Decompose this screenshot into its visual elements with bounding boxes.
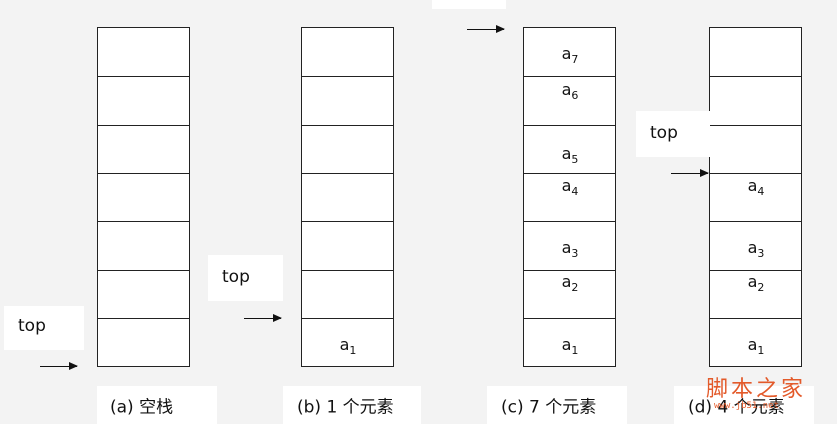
- top-pointer-box-d: top: [636, 111, 710, 157]
- stack-b-divider: [302, 221, 393, 222]
- stack-c-divider: [524, 318, 615, 319]
- element-subscript: 4: [757, 185, 765, 198]
- element-subscript: 2: [571, 281, 579, 294]
- caption-b: (b) 1 个元素: [297, 397, 394, 418]
- top-label-d: top: [650, 123, 678, 143]
- top-arrow-d: [671, 169, 709, 177]
- element-base: a: [561, 144, 572, 163]
- element-subscript: 1: [757, 344, 765, 357]
- stack-c: a7 a6 a5 a4 a3 a2 a1: [523, 27, 616, 367]
- element-base: a: [561, 44, 572, 63]
- caption-a: (a) 空栈: [110, 397, 174, 418]
- stack-c-divider: [524, 125, 615, 126]
- element-base: a: [561, 238, 572, 257]
- element-base: a: [561, 176, 572, 195]
- stack-c-element-a4: a4: [561, 176, 579, 198]
- stack-a-divider: [98, 270, 189, 271]
- top-label-a: top: [18, 316, 46, 336]
- stack-c-divider: [524, 270, 615, 271]
- caption-c: (c) 7 个元素: [501, 397, 597, 418]
- element-base: a: [561, 80, 572, 99]
- element-base: a: [747, 238, 758, 257]
- stack-b-divider: [302, 318, 393, 319]
- stack-d-element-a2: a2: [747, 272, 765, 294]
- element-base: a: [339, 335, 350, 354]
- caption-d: (d) 4 个元素: [688, 397, 785, 418]
- element-base: a: [561, 272, 572, 291]
- stack-c-divider: [524, 76, 615, 77]
- stack-a-divider: [98, 76, 189, 77]
- stack-b-divider: [302, 125, 393, 126]
- element-base: a: [747, 335, 758, 354]
- stack-a-divider: [98, 173, 189, 174]
- top-arrow-c: [467, 25, 505, 33]
- stack-b-divider: [302, 270, 393, 271]
- element-subscript: 1: [571, 344, 579, 357]
- stack-c-element-a2: a2: [561, 272, 579, 294]
- top-arrow-a: [40, 362, 78, 370]
- stack-c-element-a7: a7: [561, 44, 579, 66]
- top-pointer-box-c: [432, 0, 506, 9]
- element-subscript: 5: [571, 153, 579, 166]
- element-base: a: [561, 335, 572, 354]
- element-subscript: 3: [571, 247, 579, 260]
- stack-c-element-a3: a3: [561, 238, 579, 260]
- stack-a-divider: [98, 221, 189, 222]
- stack-d: a4 a3 a2 a1: [709, 27, 802, 367]
- stack-b-divider: [302, 76, 393, 77]
- stack-b-element-a1: a1: [339, 335, 357, 357]
- stack-b-divider: [302, 173, 393, 174]
- top-pointer-box-a: top: [4, 306, 84, 350]
- stack-d-element-a3: a3: [747, 238, 765, 260]
- stack-c-divider: [524, 221, 615, 222]
- stack-c-divider: [524, 173, 615, 174]
- watermark-logo: 脚本之家: [706, 377, 807, 402]
- stack-a-divider: [98, 125, 189, 126]
- stack-d-element-a4: a4: [747, 176, 765, 198]
- stack-d-divider: [710, 173, 801, 174]
- element-subscript: 1: [349, 344, 357, 357]
- top-label-b: top: [222, 267, 250, 287]
- stack-c-element-a1: a1: [561, 335, 579, 357]
- top-arrow-b: [244, 314, 282, 322]
- stack-d-divider: [710, 318, 801, 319]
- stack-c-element-a5: a5: [561, 144, 579, 166]
- caption-box-b: (b) 1 个元素: [283, 386, 421, 424]
- stack-d-element-a1: a1: [747, 335, 765, 357]
- element-subscript: 4: [571, 185, 579, 198]
- stack-d-divider: [710, 270, 801, 271]
- element-subscript: 7: [571, 53, 579, 66]
- caption-box-a: (a) 空栈: [97, 386, 217, 424]
- element-subscript: 2: [757, 281, 765, 294]
- stack-d-divider: [710, 76, 801, 77]
- stack-c-element-a6: a6: [561, 80, 579, 102]
- element-base: a: [747, 176, 758, 195]
- element-subscript: 3: [757, 247, 765, 260]
- top-pointer-box-b: top: [208, 255, 283, 301]
- stack-d-divider: [710, 221, 801, 222]
- caption-box-c: (c) 7 个元素: [487, 386, 627, 424]
- caption-box-d: (d) 4 个元素: [674, 386, 814, 424]
- stack-a: [97, 27, 190, 367]
- element-subscript: 6: [571, 89, 579, 102]
- stack-d-divider: [710, 125, 801, 126]
- element-base: a: [747, 272, 758, 291]
- watermark-url: www.jb51.net: [714, 401, 780, 411]
- stack-b: a1: [301, 27, 394, 367]
- stack-a-divider: [98, 318, 189, 319]
